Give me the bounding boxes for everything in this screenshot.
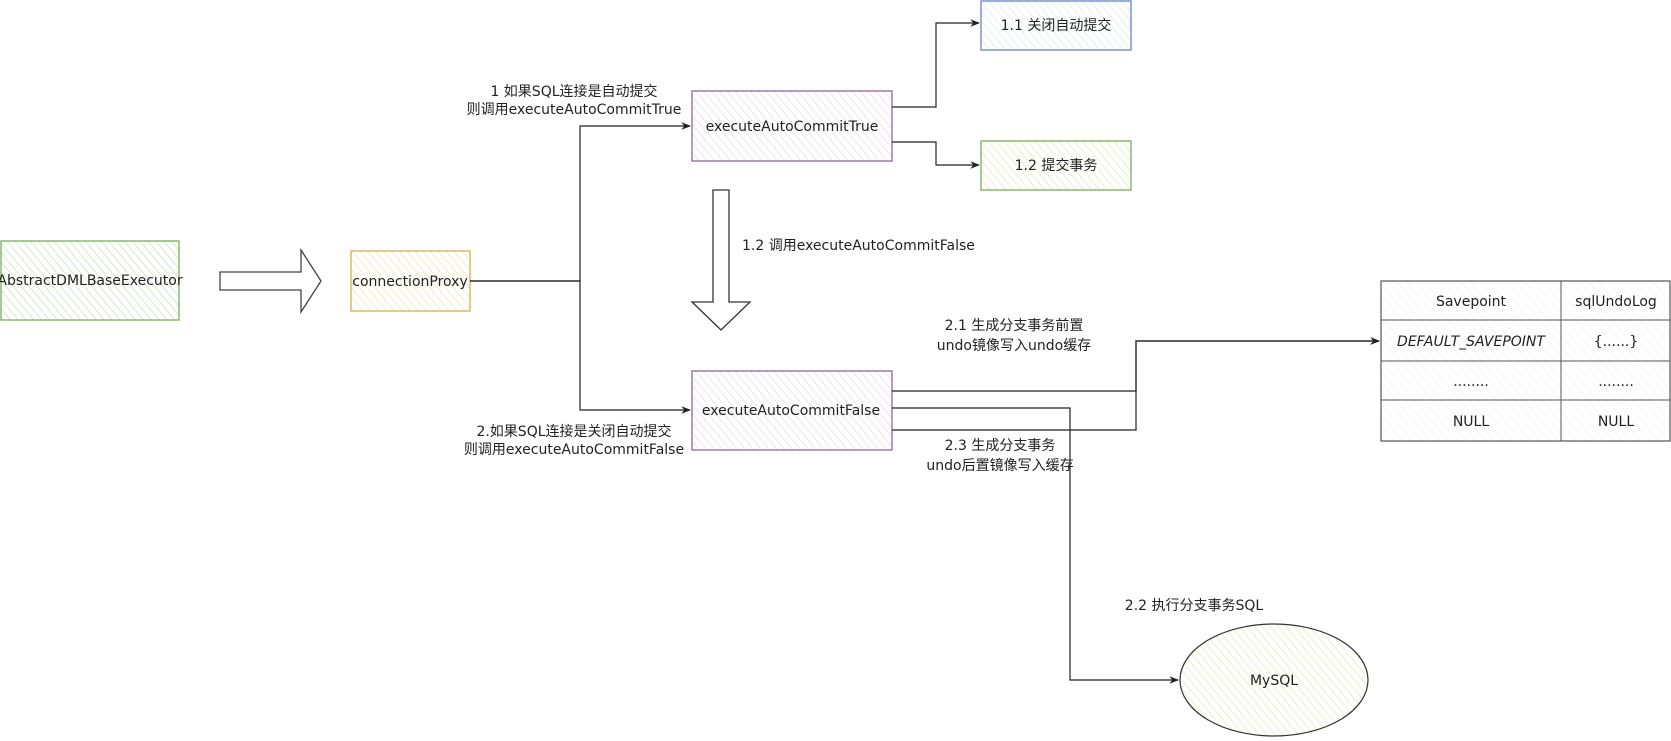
edge-label-before-image-line1: 2.1 生成分支事务前置 — [945, 317, 1084, 334]
edge-proxy-to-false — [470, 280, 691, 414]
mysql-node[interactable]: MySQL — [1179, 623, 1369, 737]
commit-transaction-label: 1.2 提交事务 — [1015, 157, 1098, 174]
edge-label-before-image-line2: undo镜像写入undo缓存 — [937, 338, 1091, 354]
edge-label-exec-sql: 2.2 执行分支事务SQL — [1125, 598, 1264, 614]
edge-label-noautocommit-line1: 2.如果SQL连接是关闭自动提交 — [476, 423, 671, 440]
executor-label: AbstractDMLBaseExecutor — [0, 273, 183, 289]
savepoint-table: Savepoint sqlUndoLog DEFAULT_SAVEPOINT {… — [1380, 280, 1671, 442]
execute-autocommit-false-node[interactable]: executeAutoCommitFalse — [691, 370, 893, 451]
edge-false-after-image — [892, 337, 1380, 431]
edge-label-after-image-line2: undo后置镜像写入缓存 — [926, 458, 1073, 474]
connection-proxy-node[interactable]: connectionProxy — [350, 250, 471, 312]
table-cell-undolog: NULL — [1598, 414, 1635, 430]
edge-label-call-false: 1.2 调用executeAutoCommitFalse — [742, 238, 975, 254]
mysql-label: MySQL — [1250, 673, 1298, 689]
connection-proxy-label: connectionProxy — [352, 274, 468, 290]
edge-proxy-to-true — [470, 122, 691, 282]
execute-autocommit-false-label: executeAutoCommitFalse — [702, 403, 880, 419]
edge-label-autocommit-line1: 1 如果SQL连接是自动提交 — [490, 83, 657, 100]
executor-node[interactable]: AbstractDMLBaseExecutor — [0, 240, 183, 321]
table-cell-savepoint: ........ — [1453, 374, 1489, 390]
execute-autocommit-true-node[interactable]: executeAutoCommitTrue — [691, 90, 893, 162]
close-autocommit-node[interactable]: 1.1 关闭自动提交 — [980, 0, 1132, 51]
table-header-savepoint: Savepoint — [1436, 294, 1507, 310]
flow-arrow-down — [690, 189, 752, 331]
edge-label-autocommit-line2: 则调用executeAutoCommitTrue — [467, 102, 682, 118]
table-cell-savepoint: DEFAULT_SAVEPOINT — [1397, 334, 1546, 350]
flow-arrow-right — [219, 247, 322, 315]
commit-transaction-node[interactable]: 1.2 提交事务 — [980, 140, 1132, 191]
edge-true-to-close — [892, 19, 980, 108]
edge-label-noautocommit-line2: 则调用executeAutoCommitFalse — [464, 442, 684, 458]
edge-true-to-commit — [892, 141, 980, 169]
table-header-sqlundolog: sqlUndoLog — [1575, 294, 1657, 310]
edge-label-after-image-line1: 2.3 生成分支事务 — [945, 438, 1056, 454]
execute-autocommit-true-label: executeAutoCommitTrue — [706, 119, 879, 135]
table-cell-undolog: ........ — [1598, 374, 1634, 390]
table-cell-savepoint: NULL — [1453, 414, 1490, 430]
close-autocommit-label: 1.1 关闭自动提交 — [1001, 17, 1112, 34]
edge-false-to-mysql — [892, 407, 1179, 684]
table-cell-undolog: {......} — [1594, 334, 1639, 350]
